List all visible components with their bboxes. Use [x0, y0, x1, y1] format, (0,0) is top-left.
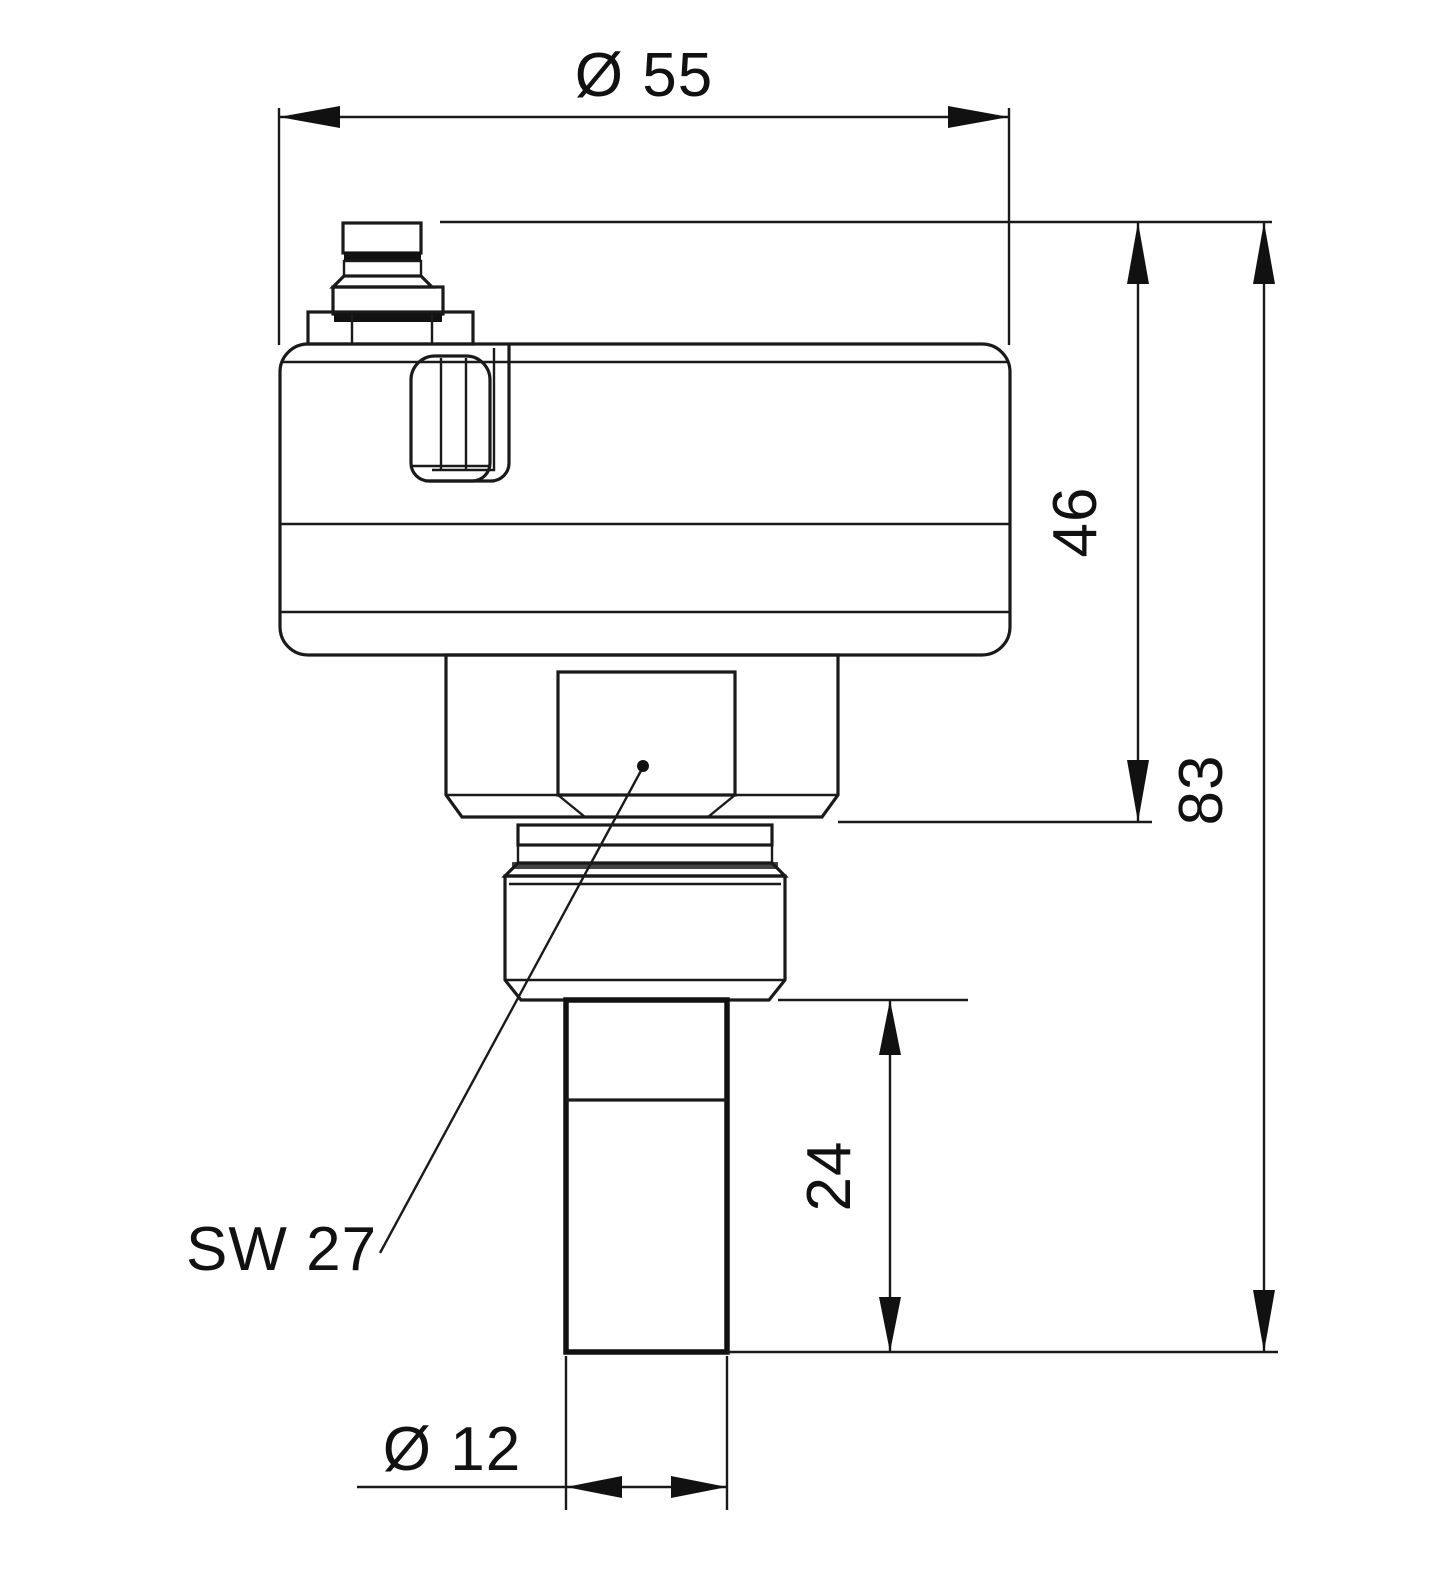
- dimension-label-h-83: 83: [1167, 755, 1236, 826]
- sensor-assembly: [278, 221, 1012, 1355]
- arrow-bottom: [1127, 760, 1149, 822]
- dimension-dia-55: Ø 55: [277, 41, 1011, 345]
- dimension-label-h-24: 24: [795, 1141, 864, 1212]
- clip-back-edge: [429, 344, 511, 483]
- transition-rings: [501, 823, 789, 878]
- connector-m12: [306, 221, 475, 346]
- leader-line: [378, 766, 645, 1254]
- hex-chamfer-left: [557, 794, 586, 818]
- dimension-label-dia-55: Ø 55: [575, 41, 713, 110]
- housing-outline: [278, 342, 1012, 657]
- arrow-left: [279, 106, 340, 128]
- hex-front-face: [556, 670, 737, 797]
- threaded-collar: [503, 874, 787, 1002]
- probe-shaft: [563, 997, 730, 1355]
- arrow-right: [671, 1476, 727, 1498]
- arrow-top: [1127, 222, 1149, 284]
- clip-outer-outline: [409, 354, 492, 483]
- hex-outer-body: [444, 653, 840, 819]
- connector-band-1: [344, 252, 421, 261]
- transition-ring-1: [516, 823, 774, 847]
- reference-lines: [440, 220, 1278, 1354]
- dimension-label-dia-12: Ø 12: [383, 1415, 521, 1484]
- leader-dot: [637, 760, 649, 772]
- dimension-h-83: 83: [1167, 222, 1275, 1352]
- transition-ring-2: [516, 843, 774, 865]
- connector-band-2: [334, 313, 442, 322]
- annotation-sw-27: SW 27: [186, 760, 649, 1284]
- arrow-top: [879, 1000, 901, 1055]
- connector-shoulder: [329, 274, 436, 289]
- transition-dark-band: [512, 862, 778, 869]
- arrow-top: [1253, 222, 1275, 284]
- hex-chamfer-right: [707, 794, 736, 818]
- arrow-left: [566, 1476, 622, 1498]
- arrow-bottom: [879, 1297, 901, 1352]
- dimension-dia-12: Ø 12: [357, 1356, 729, 1510]
- arrow-bottom: [1253, 1290, 1275, 1352]
- hex-nut-fitting: [444, 653, 840, 819]
- connector-ring-2: [342, 259, 423, 278]
- dimension-label-h-46: 46: [1041, 487, 1110, 558]
- dimension-h-24: 24: [795, 1000, 901, 1352]
- annotation-label-sw-27: SW 27: [186, 1215, 377, 1284]
- arrow-right: [948, 106, 1009, 128]
- dimension-h-46: 46: [1041, 222, 1149, 822]
- clip-back-inner: [432, 348, 496, 472]
- shaft-outline: [563, 997, 730, 1355]
- connector-ring-3: [331, 285, 445, 316]
- sensor-housing: [278, 342, 1012, 657]
- collar-outline: [503, 874, 787, 1002]
- mounting-clip: [409, 344, 511, 483]
- connector-top-cap: [341, 221, 423, 255]
